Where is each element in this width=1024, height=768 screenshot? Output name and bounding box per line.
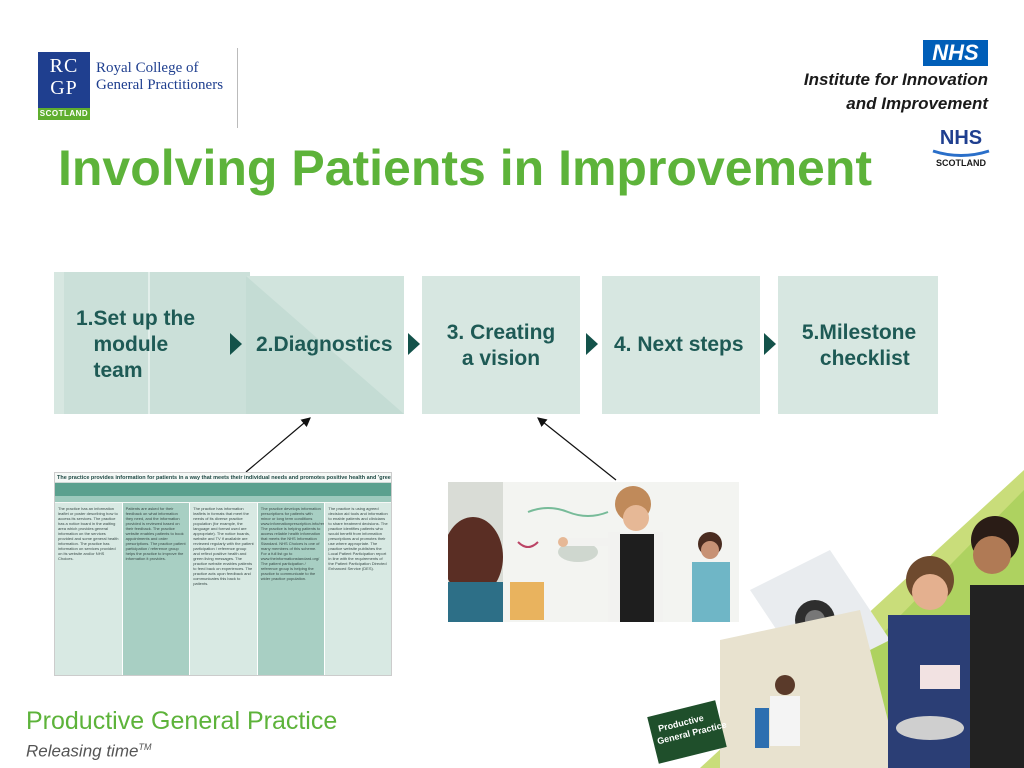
step-diagnostics: 2.Diagnostics [246,276,404,414]
saltire-wave-icon [932,149,990,157]
rcgp-scotland-logo: RC GP SCOTLAND Royal College of General … [38,52,238,126]
step-next-steps: 4. Next steps [602,276,760,414]
step-label: 1.Set up the module team [76,307,196,382]
rcgp-name-line2: General Practitioners [96,77,224,93]
rcgp-name-line1: Royal College of [96,60,199,76]
rcgp-letters-gp: GP [50,77,78,99]
tagline-text: Releasing time [26,741,139,761]
nhs-institute-line2: and Improvement [846,94,988,113]
rcgp-letters-rc: RC [49,55,79,77]
step-label: 4. Next steps [614,333,744,356]
releasing-time-tagline: Releasing timeTM [26,736,151,763]
diagnostic-matrix-thumbnail: The practice provides information for pa… [54,472,392,676]
step-label: 3. Creating a vision [446,321,556,370]
step-label: 2.Diagnostics [256,333,393,356]
rcgp-name: Royal College of General Practitioners [96,60,223,94]
arrow-right-icon [586,333,598,355]
nhs-institute-name: Institute for Innovation and Improvement [804,68,988,116]
step-creating-vision: 3. Creating a vision [422,276,580,414]
arrow-right-icon [408,333,420,355]
rcgp-emblem: RC GP SCOTLAND [38,52,90,120]
whiteboard-scene [448,482,739,622]
matrix-columns: The practice has an information leaflet … [55,503,391,675]
arrow-right-icon [764,333,776,355]
logo-divider [237,48,238,128]
nhs-badge: NHS [923,40,988,66]
nhs-scotland-letters: NHS [939,127,983,149]
step-milestone-checklist: 5.Milestone checklist [778,276,938,414]
matrix-column: The practice has information leaflets in… [190,503,258,675]
rcgp-region: SCOTLAND [38,108,90,120]
step-setup-team: 1.Set up the module team [54,272,250,414]
nhs-scotland-region: SCOTLAND [936,158,986,168]
arrow-right-icon [230,333,242,355]
collage-scene: Productive General Practice [647,470,1024,768]
matrix-column: Patients are asked for their feedback on… [122,503,191,675]
process-steps: 1.Set up the module team 2.Diagnostics 3… [54,272,938,414]
step-label: 5.Milestone checklist [801,321,917,370]
matrix-heading: The practice provides information for pa… [55,475,391,483]
productive-sign [647,700,727,764]
matrix-subheader-bar [55,496,391,502]
workshop-photo [448,482,739,622]
matrix-column: The practice is using agreed decision ai… [325,503,391,675]
nhs-institute-line1: Institute for Innovation [803,70,988,89]
trademark: TM [138,742,152,752]
practice-photo-collage: Productive General Practice [600,470,1024,768]
arrow-to-diagnostics [245,417,311,473]
matrix-column: The practice develops information prescr… [257,503,326,675]
productive-general-practice-brand: Productive General Practice [26,707,338,735]
slide-title: Involving Patients in Improvement [58,140,873,196]
nhs-scotland-logo: NHS SCOTLAND [928,128,994,168]
matrix-header-bar [55,483,391,496]
matrix-column: The practice has an information leaflet … [55,503,123,675]
